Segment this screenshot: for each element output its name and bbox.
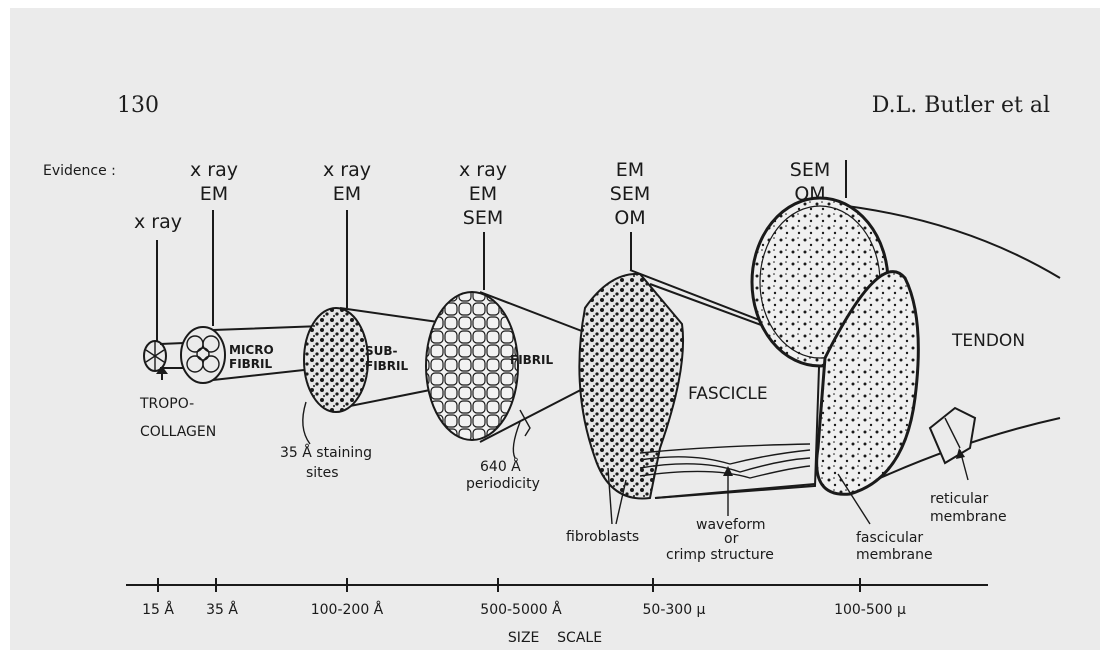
- microfibril-label-1: MICRO: [229, 343, 274, 357]
- subfibril-label-2: FIBRIL: [365, 359, 409, 373]
- evidence-fibril-3: SEM: [463, 207, 503, 229]
- authors-header: D.L. Butler et al: [872, 93, 1050, 118]
- scale-label-2: 35 Å: [206, 601, 238, 618]
- size-scale: 15 Å 35 Å 100-200 Å 500-5000 Å 50-300 μ …: [126, 578, 988, 646]
- tropocollagen-label-1: TROPO-: [139, 396, 194, 412]
- fascicular-membrane-label-2: membrane: [856, 547, 933, 563]
- evidence-microfibril-1: x ray: [190, 159, 238, 181]
- evidence-subfibril-1: x ray: [323, 159, 371, 181]
- tendon-label: TENDON: [951, 331, 1025, 351]
- evidence-tropocollagen-1: x ray: [134, 211, 182, 233]
- evidence-tendon-1: SEM: [790, 159, 830, 181]
- scale-label-1: 15 Å: [142, 601, 174, 618]
- evidence-subfibril: x ray EM: [323, 159, 371, 205]
- fascicle-label: FASCICLE: [688, 384, 768, 404]
- subfibril-label-1: SUB-: [365, 344, 398, 358]
- evidence-tropocollagen: x ray: [134, 211, 182, 233]
- page-number: 130: [117, 93, 159, 118]
- evidence-fascicle: EM SEM OM: [610, 159, 650, 229]
- microfibril-structure: MICRO FIBRIL: [181, 326, 322, 383]
- evidence-fibril: x ray EM SEM: [459, 159, 507, 229]
- scale-label-5: 50-300 μ: [643, 602, 706, 618]
- staining-label-1: 35 Å staining: [280, 444, 372, 461]
- evidence-pointers: [157, 210, 631, 344]
- evidence-fascicle-1: EM: [616, 159, 644, 181]
- staining-label-2: sites: [306, 465, 339, 481]
- scale-label-6: 100-500 μ: [834, 602, 906, 618]
- slide-sheet: 130 D.L. Butler et al Evidence : x ray x…: [10, 8, 1100, 650]
- evidence-fibril-2: EM: [469, 183, 497, 205]
- evidence-microfibril: x ray EM: [190, 159, 238, 205]
- staining-annotation: 35 Å staining sites: [280, 402, 372, 481]
- microfibril-label-2: FIBRIL: [229, 357, 273, 371]
- fibril-label: FIBRIL: [510, 353, 554, 367]
- scale-title: SIZE SCALE: [508, 630, 602, 646]
- fibroblasts-label: fibroblasts: [566, 529, 639, 545]
- reticular-membrane-label-2: membrane: [930, 509, 1007, 525]
- waveform-label-3: crimp structure: [666, 547, 774, 563]
- evidence-fascicle-3: OM: [614, 207, 645, 229]
- evidence-subfibril-2: EM: [333, 183, 361, 205]
- tropocollagen-label-2: COLLAGEN: [140, 424, 216, 440]
- tendon-hierarchy-diagram: 130 D.L. Butler et al Evidence : x ray x…: [10, 8, 1100, 650]
- fascicular-membrane-label-1: fascicular: [856, 530, 923, 546]
- scale-label-3: 100-200 Å: [311, 601, 384, 618]
- waveform-annotation: waveform or crimp structure: [666, 466, 774, 563]
- reticular-membrane-annotation: reticular membrane: [930, 448, 1007, 525]
- tropocollagen-annotation: TROPO- COLLAGEN: [139, 396, 216, 440]
- scale-label-4: 500-5000 Å: [480, 601, 562, 618]
- evidence-fascicle-2: SEM: [610, 183, 650, 205]
- tendon-structure: TENDON: [752, 198, 1060, 494]
- evidence-fibril-1: x ray: [459, 159, 507, 181]
- periodicity-label-1: 640 Å: [480, 458, 521, 475]
- waveform-label-2: or: [724, 531, 739, 547]
- evidence-label: Evidence :: [43, 163, 116, 179]
- periodicity-label-2: periodicity: [466, 476, 540, 492]
- reticular-membrane-label-1: reticular: [930, 491, 988, 507]
- evidence-microfibril-2: EM: [200, 183, 228, 205]
- fibril-structure: FIBRIL: [426, 292, 600, 442]
